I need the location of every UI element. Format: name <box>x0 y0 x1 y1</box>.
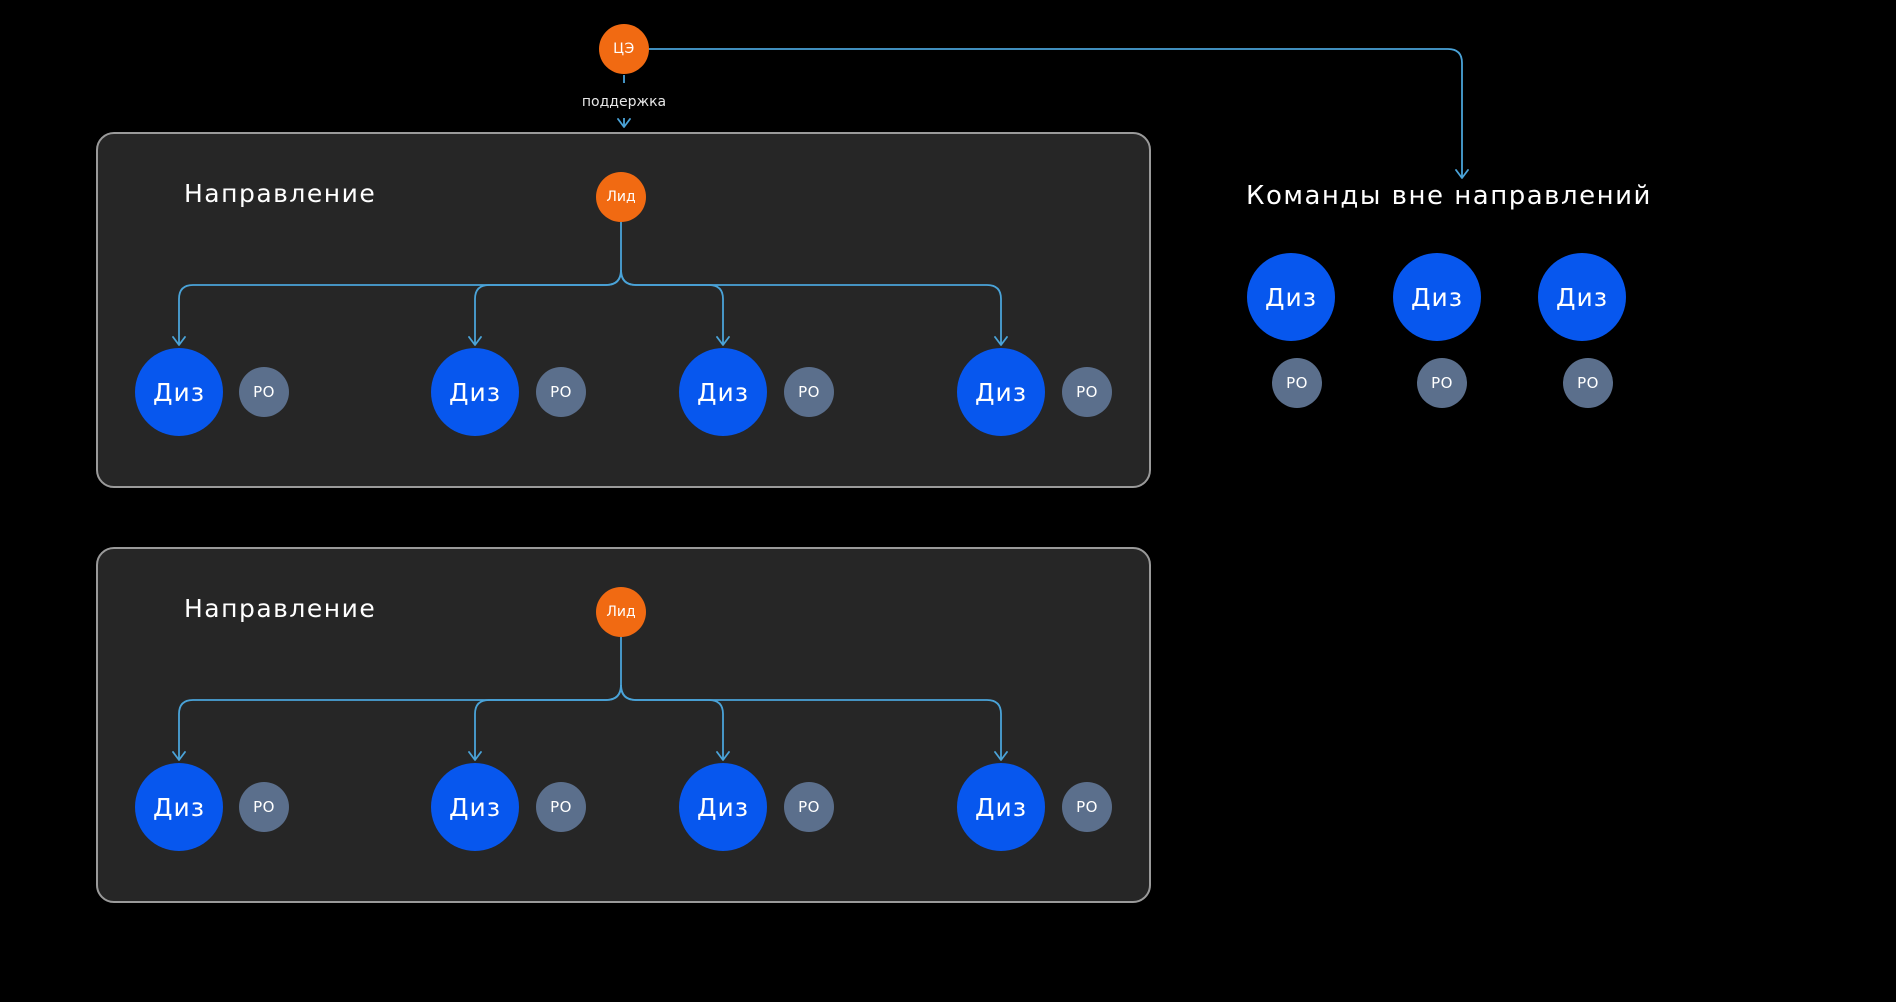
ro-node: РО <box>1062 782 1112 832</box>
ro-label: РО <box>1286 373 1308 392</box>
designer-label: Диз <box>152 377 206 407</box>
designer-node: Диз <box>135 348 223 436</box>
designer-node: Диз <box>679 348 767 436</box>
designer-label: Диз <box>448 377 502 407</box>
ro-label: РО <box>550 382 572 401</box>
ro-label: РО <box>798 797 820 816</box>
designer-label: Диз <box>696 792 750 822</box>
ro-node: РО <box>239 782 289 832</box>
ro-node: РО <box>1062 367 1112 417</box>
designer-label: Диз <box>1264 282 1318 312</box>
direction-title-1: Направление <box>184 179 377 208</box>
ro-label: РО <box>1577 373 1599 392</box>
designer-label: Диз <box>1410 282 1464 312</box>
designer-label: Диз <box>152 792 206 822</box>
designer-node: Диз <box>1393 253 1481 341</box>
lead-node-2: Лид <box>596 587 646 637</box>
ro-node: РО <box>784 782 834 832</box>
ro-label: РО <box>1076 382 1098 401</box>
ro-node: РО <box>1272 358 1322 408</box>
designer-label: Диз <box>1555 282 1609 312</box>
ro-label: РО <box>550 797 572 816</box>
designer-node: Диз <box>957 763 1045 851</box>
ro-label: РО <box>798 382 820 401</box>
designer-label: Диз <box>696 377 750 407</box>
designer-node: Диз <box>679 763 767 851</box>
ro-label: РО <box>1431 373 1453 392</box>
support-label: поддержка <box>581 94 667 110</box>
ro-node: РО <box>239 367 289 417</box>
lead-node-label: Лид <box>606 189 636 205</box>
ro-node: РО <box>1563 358 1613 408</box>
ro-node: РО <box>536 782 586 832</box>
ce-node: ЦЭ <box>599 24 649 74</box>
lead-node-1: Лид <box>596 172 646 222</box>
designer-node: Диз <box>1538 253 1626 341</box>
ro-node: РО <box>1417 358 1467 408</box>
designer-label: Диз <box>448 792 502 822</box>
designer-label: Диз <box>974 377 1028 407</box>
designer-node: Диз <box>135 763 223 851</box>
direction-title-2: Направление <box>184 594 377 623</box>
ro-node: РО <box>784 367 834 417</box>
designer-node: Диз <box>431 348 519 436</box>
ro-label: РО <box>253 797 275 816</box>
ro-node: РО <box>536 367 586 417</box>
outside-teams-title: Команды вне направлений <box>1246 181 1652 211</box>
designer-node: Диз <box>1247 253 1335 341</box>
lead-node-label: Лид <box>606 604 636 620</box>
designer-label: Диз <box>974 792 1028 822</box>
ce-node-label: ЦЭ <box>613 41 635 57</box>
designer-node: Диз <box>957 348 1045 436</box>
designer-node: Диз <box>431 763 519 851</box>
ro-label: РО <box>1076 797 1098 816</box>
ro-label: РО <box>253 382 275 401</box>
